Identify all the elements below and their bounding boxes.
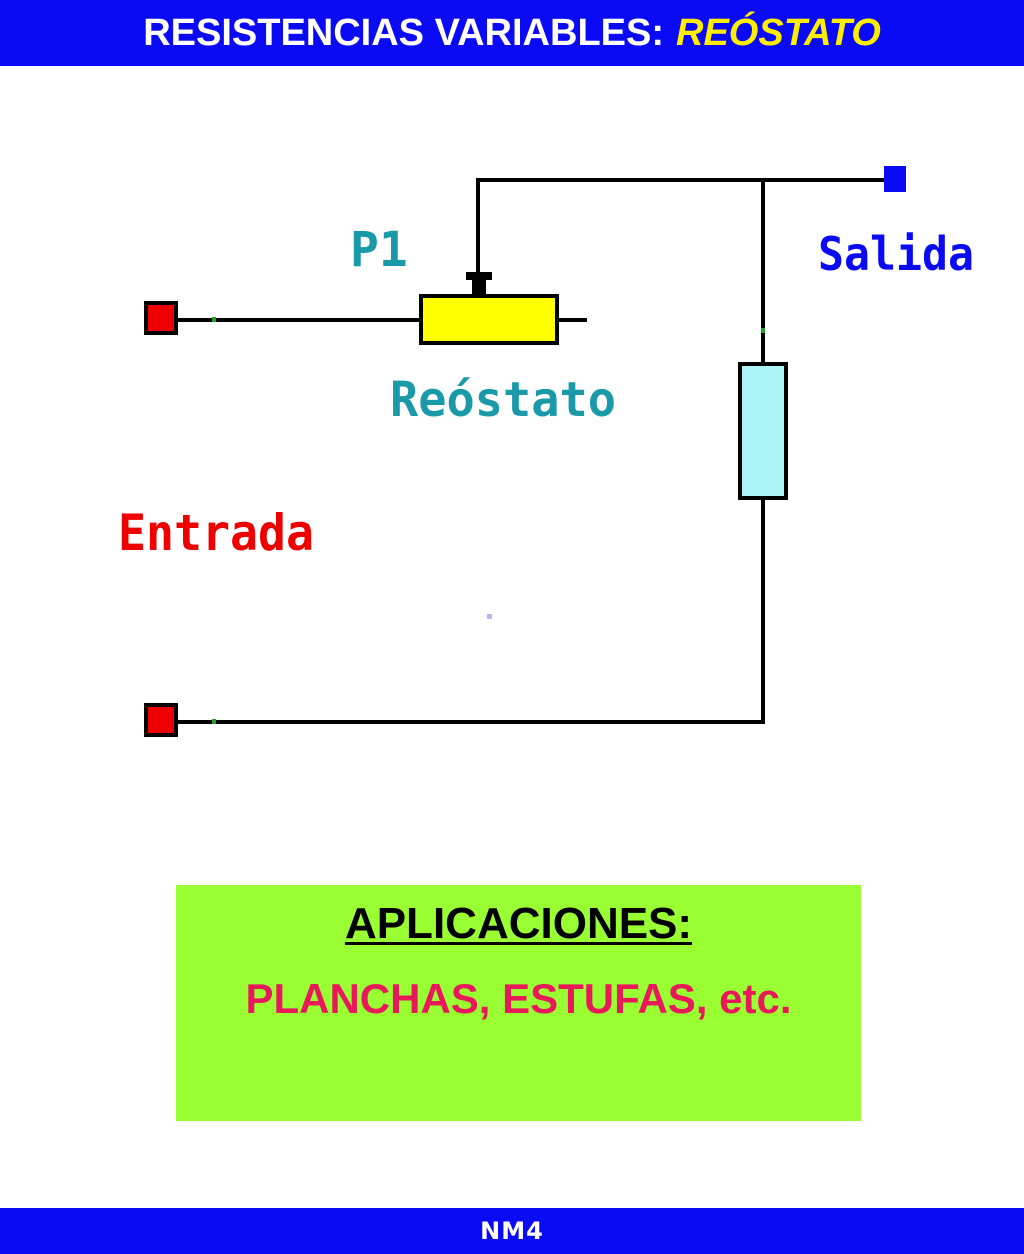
reostato-body <box>419 294 559 345</box>
title-accent: REÓSTATO <box>676 11 881 54</box>
label-entrada: Entrada <box>118 504 314 562</box>
fixed-resistor <box>738 362 788 500</box>
wire-wiper-to-output <box>476 178 888 278</box>
label-p1: P1 <box>350 222 408 278</box>
footer-label: NM4 <box>480 1217 544 1245</box>
output-terminal <box>884 166 906 192</box>
wire-resistor-to-ground <box>176 498 765 724</box>
title-bar: RESISTENCIAS VARIABLES: REÓSTATO <box>0 0 1024 66</box>
wire-marker <box>212 317 216 322</box>
label-salida: Salida <box>818 227 974 281</box>
input-terminal-top <box>144 301 178 335</box>
title-main: RESISTENCIAS VARIABLES: <box>143 11 664 54</box>
reostato-wiper <box>466 272 492 296</box>
wire-marker <box>761 328 765 333</box>
circuit-wires <box>176 178 888 724</box>
footer-bar: NM4 <box>0 1208 1024 1254</box>
stray-dot <box>487 614 492 619</box>
wire-marker <box>212 719 216 724</box>
label-reostato: Reóstato <box>390 372 616 428</box>
applications-body: PLANCHAS, ESTUFAS, etc. <box>245 975 792 1022</box>
input-terminal-bottom <box>144 703 178 737</box>
rheostat-circuit-diagram: P1 Salida Reóstato Entrada <box>118 166 974 737</box>
applications-heading: APLICACIONES: <box>344 899 693 948</box>
applications-box: APLICACIONES: PLANCHAS, ESTUFAS, etc. <box>176 885 861 1121</box>
